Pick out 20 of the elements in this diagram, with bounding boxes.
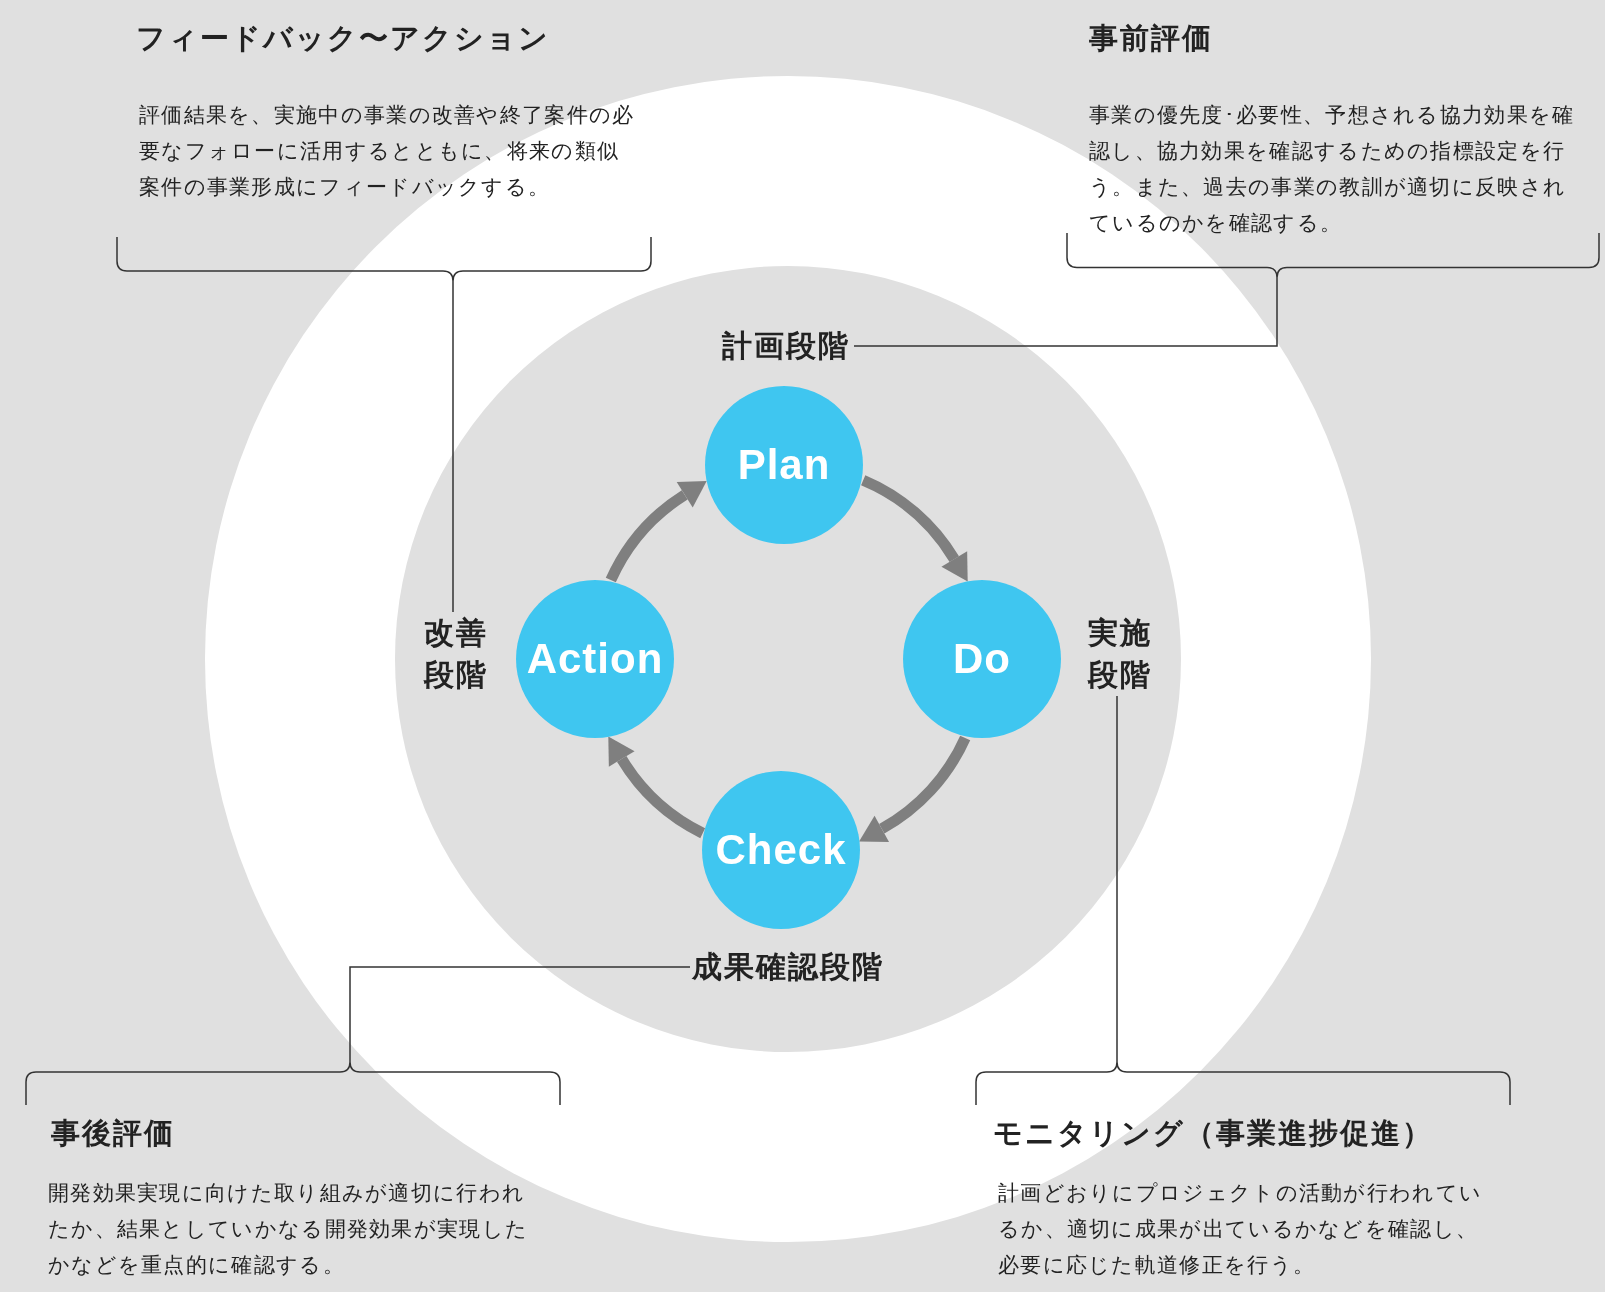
arrow [605, 479, 706, 583]
section-heading: 事後評価 [51, 1115, 175, 1151]
description-text: 評価結果を、実施中の事業の改善や終了案件の必要なフォローに活用するとともに、将来の類似案件の事業形成にフィードバックする。 [139, 102, 636, 201]
stage-label: 成果確認段階 [692, 948, 884, 986]
section-heading: モニタリング（事業進捗促進） [993, 1115, 1433, 1151]
leader-line [349, 966, 691, 1040]
section-heading: フィードバック〜アクション [136, 20, 550, 56]
description-text: 事業の優先度･必要性、予想される協力効果を確認し、協力効果を確認するための指標設定を行う。また、過去の事業の教訓が適切に反映されているのかを確認する。 [1089, 102, 1576, 237]
arrow [607, 737, 706, 838]
arrow [859, 735, 971, 843]
stage-label: 計画段階 [722, 327, 850, 365]
description-text: 計画どおりにプロジェクトの活動が行われているか、適切に成果が出ているかなどを確認し、必要に応じた軌道修正を行う。 [998, 1180, 1484, 1279]
leader-line [1116, 695, 1118, 1040]
leader-line [452, 304, 454, 613]
section-heading: 事前評価 [1089, 20, 1213, 56]
stage-label: 改善段階 [422, 614, 489, 694]
description-text: 開発効果実現に向けた取り組みが適切に行われたか、結果としていかなる開発効果が実現したかなどを重点的に確認する。 [48, 1180, 530, 1279]
arrow [860, 475, 970, 581]
stage-label: 実施段階 [1086, 614, 1153, 694]
leader-line [853, 301, 1278, 347]
